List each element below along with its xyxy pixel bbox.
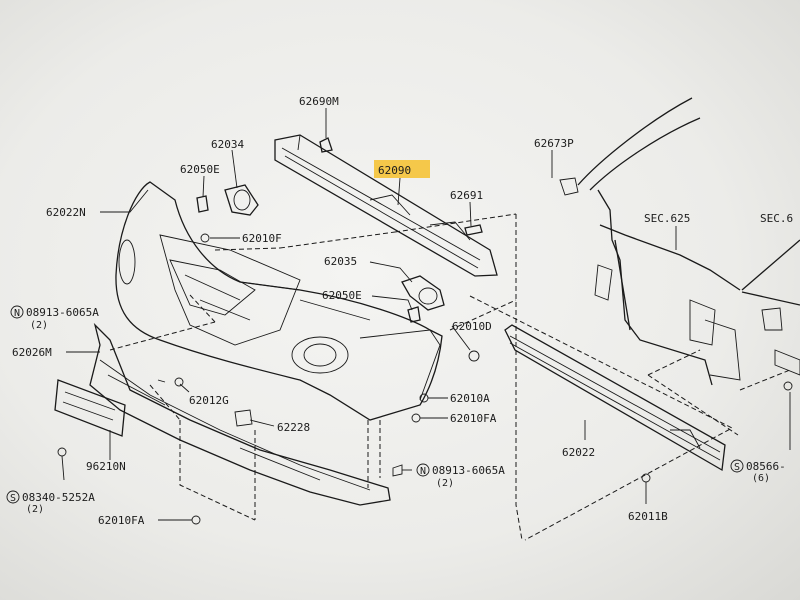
label-08913-bottom-qty: (2) <box>436 478 454 489</box>
dashed-boundaries <box>109 213 791 541</box>
clip-62050E-top <box>196 195 209 213</box>
bumper-reinforcement-62022 <box>504 324 726 472</box>
circle-S-text-2: S <box>734 462 740 473</box>
circle-S-marker-2 <box>730 459 744 473</box>
label-62022N: 62022N <box>46 206 86 219</box>
clip-62691 <box>464 224 483 236</box>
label-62010D: 62010D <box>452 320 492 333</box>
label-62691: 62691 <box>450 189 483 202</box>
circle-N-marker-1 <box>10 305 24 319</box>
highlight-62090 <box>374 160 430 178</box>
circle-S-marker-1 <box>6 490 20 504</box>
circled-markers: N N S S <box>6 305 744 504</box>
circle-N-marker-2 <box>416 463 430 477</box>
label-62010F: 62010F <box>242 232 282 245</box>
label-62034: 62034 <box>211 138 244 151</box>
label-62022: 62022 <box>562 446 595 459</box>
label-96210N: 96210N <box>86 460 126 473</box>
label-62035: 62035 <box>324 255 357 268</box>
label-62010FA-right: 62010FA <box>450 412 497 425</box>
label-62010FA-bottom: 62010FA <box>98 514 145 527</box>
radiator-core-support <box>559 97 800 386</box>
label-62026M: 62026M <box>12 346 52 359</box>
fasteners <box>57 233 793 525</box>
bracket-62035 <box>401 275 445 311</box>
label-08566: 08566- <box>746 460 786 473</box>
label-sec6-cut: SEC.6 <box>760 212 793 225</box>
label-08340-qty: (2) <box>26 504 44 515</box>
circle-N-text-1: N <box>14 308 20 319</box>
label-62012G: 62012G <box>189 394 229 407</box>
part-labels: 62690M 62034 62050E 62090 62673P 62022N … <box>12 95 793 527</box>
label-62690M: 62690M <box>299 95 339 108</box>
label-sec625: SEC.625 <box>644 212 690 225</box>
label-08566-qty: (6) <box>752 473 770 484</box>
leader-lines <box>61 108 791 521</box>
label-62050E-top: 62050E <box>180 163 220 176</box>
label-08340: 08340-5252A <box>22 491 95 504</box>
clip-62050E-mid <box>407 306 421 323</box>
label-08913-top: 08913-6065A <box>26 306 99 319</box>
clip-62690M <box>319 137 333 153</box>
label-08913-top-qty: (2) <box>30 320 48 331</box>
label-62050E-mid: 62050E <box>322 289 362 302</box>
label-62011B: 62011B <box>628 510 668 523</box>
label-62010A: 62010A <box>450 392 490 405</box>
upper-reinforcement-62090 <box>274 134 498 277</box>
circle-S-text-1: S <box>10 493 16 504</box>
label-08913-bottom: 08913-6065A <box>432 464 505 477</box>
bracket-62034 <box>224 184 259 216</box>
plate-bracket-96210N <box>54 379 126 437</box>
bumper-fascia-62022N <box>115 181 443 421</box>
label-62673P: 62673P <box>534 137 574 150</box>
circle-N-text-2: N <box>420 466 426 477</box>
lower-grille-62026M <box>89 322 391 506</box>
label-62090: 62090 <box>378 164 411 177</box>
label-62228: 62228 <box>277 421 310 434</box>
